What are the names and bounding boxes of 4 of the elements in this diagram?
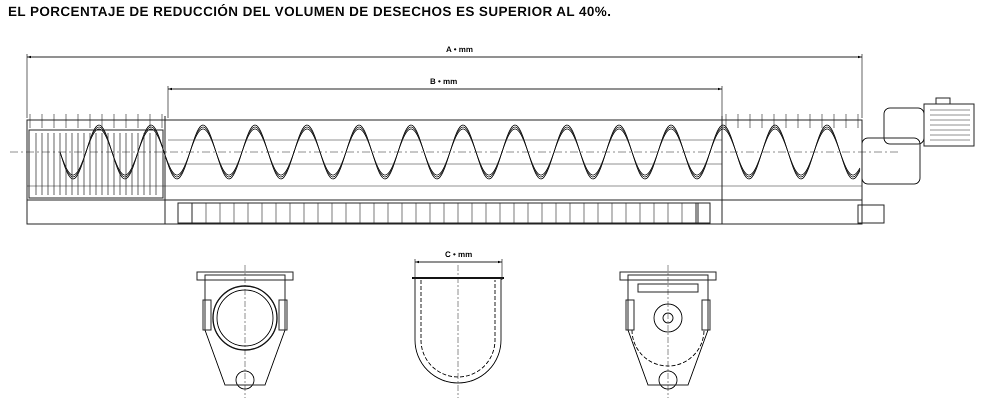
dimension-label: C • mm <box>443 250 474 260</box>
heading: EL PORCENTAJE DE REDUCCIÓN DEL VOLUMEN DE DESECHOS ES SUPERIOR AL 40%. <box>8 4 612 19</box>
dimension-label: A • mm <box>444 45 475 55</box>
dimension-label: B • mm <box>428 77 460 87</box>
